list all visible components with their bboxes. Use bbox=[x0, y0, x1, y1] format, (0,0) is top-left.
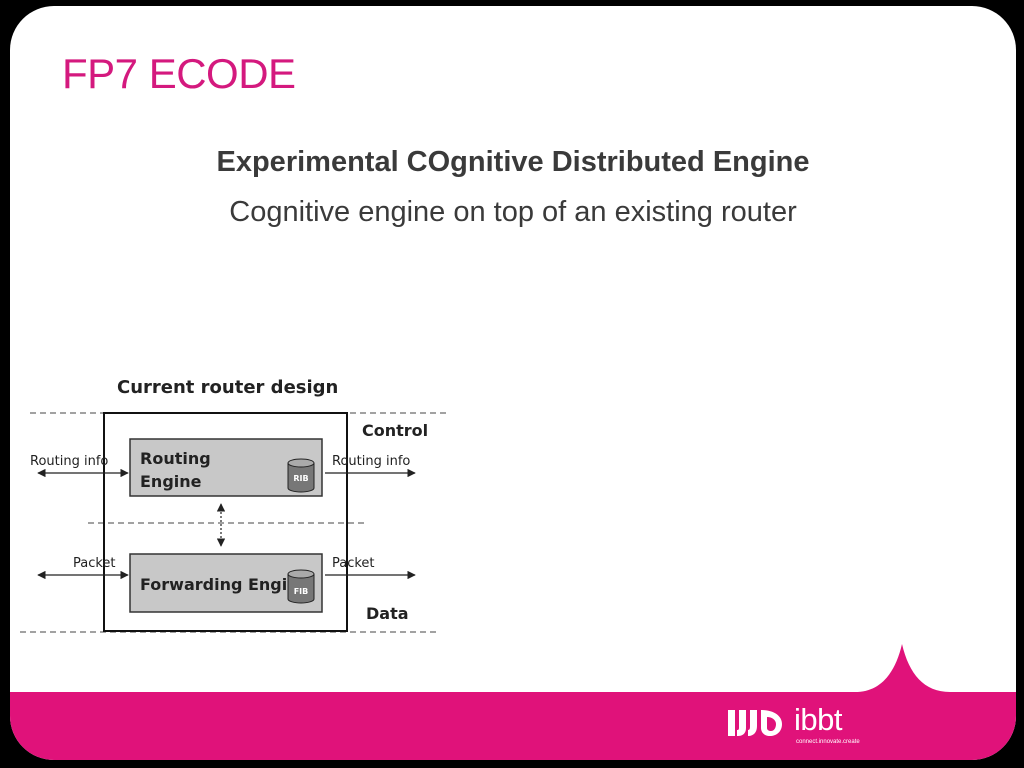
fib-database-icon: FIB bbox=[287, 569, 315, 604]
packet-left-label: Packet bbox=[73, 556, 116, 571]
data-label: Data bbox=[366, 604, 409, 623]
packet-right-label: Packet bbox=[332, 556, 375, 571]
routing-engine-label-line1: Routing bbox=[140, 449, 211, 468]
forwarding-engine-label: Forwarding Engi bbox=[140, 575, 287, 594]
rib-label: RIB bbox=[293, 474, 308, 483]
rib-database-icon: RIB bbox=[287, 458, 315, 493]
router-box bbox=[103, 412, 348, 632]
slide: FP7 ECODE Experimental COgnitive Distrib… bbox=[10, 6, 1016, 760]
router-design-diagram: Current router design Control Data Routi… bbox=[20, 377, 450, 633]
routing-engine-label-line2: Engine bbox=[140, 472, 202, 491]
ibbt-logo-tagline: connect.innovate.create bbox=[796, 739, 860, 745]
ibbt-logo-text: ibbt bbox=[794, 702, 842, 737]
control-label: Control bbox=[362, 421, 428, 440]
routing-info-right-label: Routing info bbox=[332, 454, 410, 469]
slide-heading: Experimental COgnitive Distributed Engin… bbox=[216, 146, 810, 178]
slide-title: FP7 ECODE bbox=[62, 50, 296, 97]
fib-label: FIB bbox=[294, 587, 309, 596]
ibbt-logo: ibbt connect.innovate.create bbox=[726, 702, 866, 748]
routing-info-left-label: Routing info bbox=[30, 454, 108, 469]
footer-band bbox=[10, 644, 1016, 760]
ibbt-logo-mark bbox=[728, 710, 782, 736]
diagram-title: Current router design bbox=[117, 377, 338, 398]
slide-subheading: Cognitive engine on top of an existing r… bbox=[229, 196, 797, 228]
